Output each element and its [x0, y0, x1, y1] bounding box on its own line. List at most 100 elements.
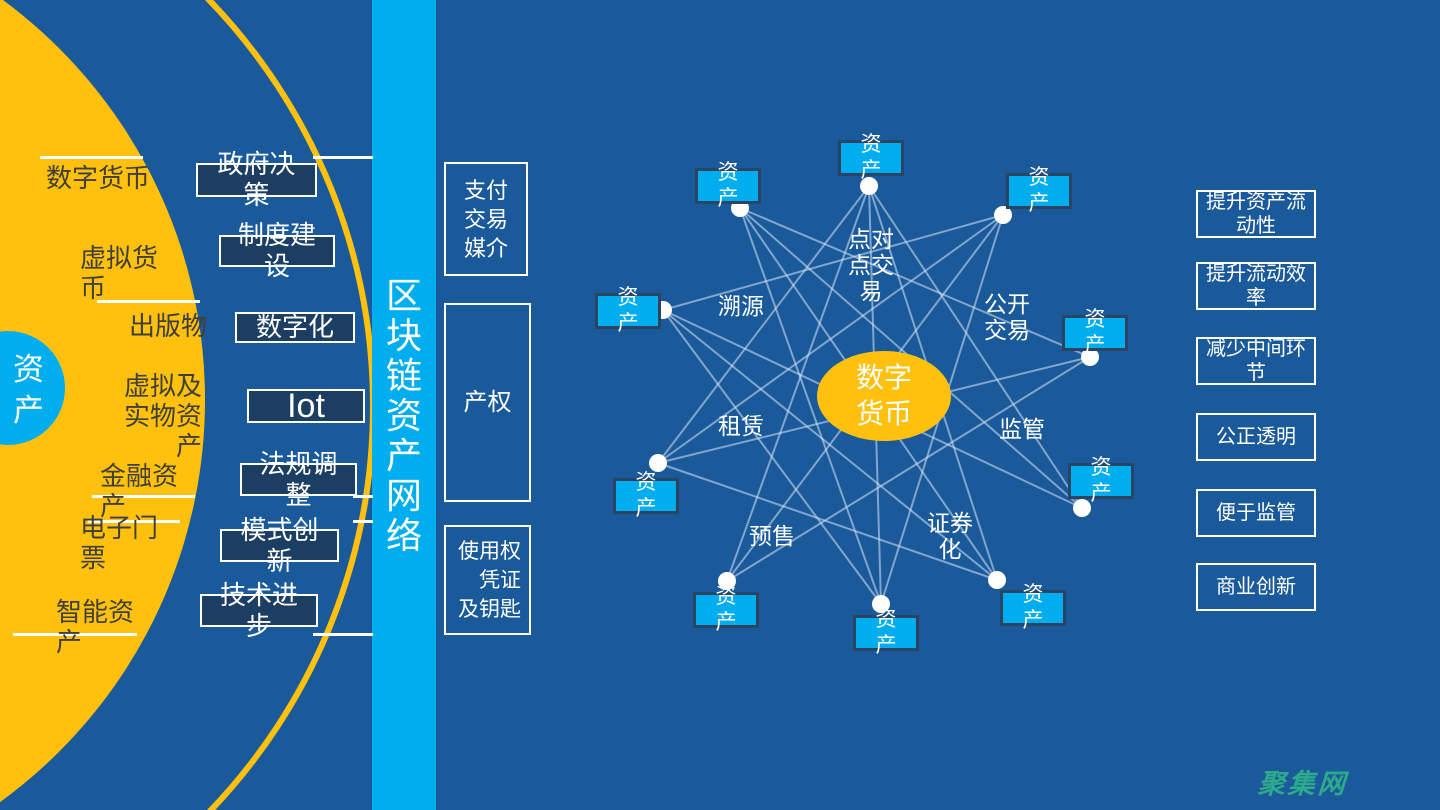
benefit-box: 公正透明 — [1196, 413, 1316, 461]
divider-line — [313, 156, 373, 159]
asset-node: 资 产 — [693, 585, 759, 634]
benefit-box: 提升流动效 率 — [1196, 262, 1316, 310]
asset-category-label: 数字货币 — [46, 163, 151, 193]
network-activity-label: 证券 化 — [927, 510, 973, 562]
divider-line — [92, 495, 195, 498]
function-box-label: 支付 交易 媒介 — [463, 177, 508, 261]
asset-node-label: 资 产 — [635, 471, 657, 520]
network-edge — [657, 185, 870, 464]
process-box-label: Iot — [287, 386, 325, 425]
asset-node: 资 产 — [853, 608, 919, 657]
asset-node-label: 资 产 — [617, 286, 639, 335]
function-box-label: 使用权 凭证 及钥匙 — [458, 539, 521, 621]
network-node-dot — [994, 206, 1012, 224]
asset-node: 资 产 — [695, 161, 761, 210]
divider-line — [40, 156, 143, 159]
network-edge — [868, 185, 1083, 509]
network-edge — [662, 214, 1004, 311]
benefit-box-label: 减少中间环 节 — [1206, 338, 1306, 384]
blockchain-network-bar: 区块链资产网络 — [372, 0, 436, 810]
network-edge — [662, 309, 882, 605]
function-box: 使用权 凭证 及钥匙 — [444, 525, 531, 635]
asset-node-label: 资 产 — [1090, 456, 1112, 505]
process-box-label: 制度建 设 — [237, 220, 316, 281]
network-edge — [739, 207, 882, 605]
network-activity-label: 溯源 — [718, 293, 764, 319]
process-box-label: 政府决 策 — [217, 149, 296, 210]
process-box-label: 技术进 步 — [219, 579, 298, 641]
asset-node-label: 资 产 — [860, 133, 882, 182]
asset-node: 资 产 — [1000, 583, 1066, 632]
divider-line — [313, 633, 373, 636]
divider-line — [13, 633, 137, 636]
divider-line — [353, 520, 373, 523]
process-box-label: 模式创 新 — [240, 514, 319, 576]
function-box: 产权 — [444, 303, 531, 502]
network-node-dot — [860, 177, 878, 195]
asset-node: 资 产 — [1062, 308, 1128, 357]
network-activity-label: 公开 交易 — [984, 291, 1030, 343]
network-edge — [662, 309, 998, 581]
network-edge — [657, 462, 998, 581]
asset-category-label: 出版物 — [129, 311, 208, 341]
network-edge — [726, 356, 1091, 582]
benefit-box-label: 便于监管 — [1216, 502, 1296, 524]
divider-line — [88, 520, 180, 523]
network-node-dot — [1081, 348, 1099, 366]
asset-node-label: 资 产 — [715, 585, 737, 634]
benefit-box-label: 提升资产流 动性 — [1206, 191, 1306, 237]
network-node-dot — [1073, 499, 1091, 517]
process-box: 技术进 步 — [200, 580, 318, 641]
asset-node-label: 资 产 — [717, 161, 739, 210]
blockchain-network-title: 区块链资产网络 — [385, 275, 422, 556]
benefit-box-label: 商业创新 — [1216, 576, 1296, 598]
divider-line — [353, 495, 373, 498]
process-box: 政府决 策 — [196, 149, 317, 210]
network-node-dot — [872, 595, 890, 613]
asset-node: 资 产 — [613, 471, 679, 520]
function-box: 支付 交易 媒介 — [444, 162, 528, 276]
digital-currency-ellipse: 数字 货币 — [817, 351, 951, 441]
asset-category-label: 虚拟及 实物资 产 — [123, 371, 202, 461]
benefit-box: 商业创新 — [1196, 563, 1316, 611]
asset-category-label: 电子门 票 — [80, 513, 159, 573]
network-node-dot — [718, 572, 736, 590]
asset-node: 资 产 — [1006, 166, 1072, 215]
asset-node: 资 产 — [595, 286, 661, 335]
network-activity-label: 租赁 — [718, 413, 764, 439]
benefit-box: 便于监管 — [1196, 489, 1316, 537]
asset-node-label: 资 产 — [1084, 308, 1106, 357]
asset-category-label: 虚拟货 币 — [80, 243, 159, 303]
asset-node-label: 资 产 — [875, 608, 897, 657]
divider-line — [97, 300, 200, 303]
asset-node-label: 资 产 — [1022, 583, 1044, 632]
digital-currency-label: 数字 货币 — [855, 362, 912, 429]
process-box-label: 法规调 整 — [259, 448, 338, 510]
network-node-dot — [649, 454, 667, 472]
benefit-box: 提升资产流 动性 — [1196, 190, 1316, 238]
network-activity-label: 预售 — [749, 523, 795, 549]
network-edge — [657, 214, 1004, 464]
network-edge — [726, 185, 870, 582]
process-box-label: 数字化 — [255, 312, 334, 342]
process-box: 数字化 — [235, 312, 355, 343]
process-box: 模式创 新 — [220, 515, 339, 576]
asset-node: 资 产 — [838, 133, 904, 182]
benefit-box-label: 提升流动效 率 — [1206, 263, 1306, 309]
process-box: 法规调 整 — [240, 449, 357, 510]
network-node-dot — [988, 571, 1006, 589]
asset-category-label: 智能资 产 — [56, 597, 135, 657]
network-edge — [739, 207, 1091, 358]
network-activity-label: 监管 — [999, 416, 1045, 442]
process-box: Iot — [247, 389, 365, 423]
benefit-box: 减少中间环 节 — [1196, 337, 1316, 385]
asset-node-label: 资 产 — [1028, 166, 1050, 215]
asset-category-label: 金融资 产 — [100, 461, 179, 521]
benefit-box-label: 公正透明 — [1216, 426, 1296, 448]
function-box-label: 产权 — [463, 389, 512, 416]
process-box: 制度建 设 — [219, 220, 335, 281]
asset-node: 资 产 — [1068, 456, 1134, 505]
network-activity-label: 点对 点交 易 — [848, 226, 894, 304]
